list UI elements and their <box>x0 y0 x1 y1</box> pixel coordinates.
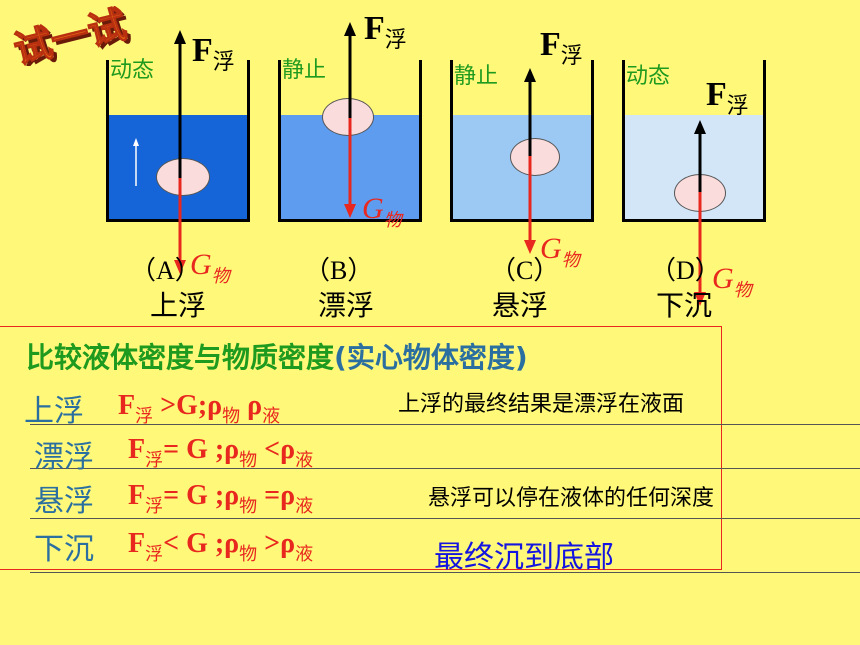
row-divider-4 <box>30 572 860 573</box>
beaker-d-force-arrows <box>694 120 706 306</box>
beaker-c-buoyancy-label: F浮 <box>540 26 583 68</box>
beaker-c-gravity-label: G物 <box>540 232 580 270</box>
beaker-b-force-arrows <box>344 22 356 218</box>
comparison-title-sub: (实心物体密度) <box>334 341 528 374</box>
beaker-a-right-wall <box>247 60 250 221</box>
comparison-box <box>0 326 722 570</box>
beaker-b-name: 漂浮 <box>318 289 375 322</box>
beaker-b-bottom <box>278 219 422 222</box>
row-sink-formula: F浮< G ;ρ物 >ρ液 <box>128 528 314 564</box>
badge-art: 试一试 试一试 <box>9 1 135 75</box>
beaker-b-right-wall <box>419 60 422 221</box>
beaker-c-object <box>510 138 560 176</box>
suspend-note: 悬浮可以停在液体的任何深度 <box>428 486 715 511</box>
beaker-a-state: 动态 <box>110 58 155 83</box>
try-it-badge: 试一试 试一试 <box>4 1 154 75</box>
beaker-d-state: 动态 <box>626 64 671 89</box>
rise-arrow-icon <box>133 138 139 186</box>
beaker-c-left-wall <box>450 60 453 221</box>
beaker-d-caption: （D） <box>650 256 721 285</box>
beaker-b-object <box>322 98 374 136</box>
beaker-d-name: 下沉 <box>656 289 713 322</box>
beaker-b-state: 静止 <box>282 58 327 83</box>
row-divider-2 <box>30 468 860 469</box>
beaker-b-caption: （B） <box>304 256 374 285</box>
row-float-name: 漂浮 <box>34 440 94 475</box>
beaker-a-gravity-label: G物 <box>190 248 230 286</box>
beaker-a-force-arrows <box>174 30 186 274</box>
beaker-c-state: 静止 <box>454 64 499 89</box>
beaker-c-name: 悬浮 <box>492 289 549 322</box>
row-divider-1 <box>30 424 860 425</box>
beaker-a-caption: （A） <box>130 256 201 285</box>
beaker-d-bottom <box>622 219 766 222</box>
beaker-c-force-arrows <box>524 68 536 254</box>
row-float-formula: F浮= G ;ρ物 <ρ液 <box>128 434 314 470</box>
beaker-d-gravity-label: G物 <box>712 262 752 300</box>
row-rise-name: 上浮 <box>24 394 84 429</box>
beaker-c-caption: （C） <box>490 256 560 285</box>
beaker-a-bottom <box>106 219 250 222</box>
row-divider-3 <box>30 518 860 519</box>
comparison-title: 比较液体密度与物质密度(实心物体密度) <box>26 336 528 376</box>
row-rise-formula: F浮 >G;ρ物 ρ液 <box>118 390 281 426</box>
beaker-d-right-wall <box>763 60 766 221</box>
row-sink-name: 下沉 <box>34 532 94 567</box>
beaker-a-left-wall <box>106 60 109 221</box>
comparison-title-main: 比较液体密度与物质密度 <box>26 341 335 374</box>
beaker-a-buoyancy-label: F浮 <box>192 32 235 74</box>
beaker-b-left-wall <box>278 60 281 221</box>
beaker-d-left-wall <box>622 60 625 221</box>
beaker-c-bottom <box>450 219 594 222</box>
row-suspend-formula: F浮= G ;ρ物 =ρ液 <box>128 480 314 516</box>
beaker-b-gravity-label: G物 <box>362 192 402 230</box>
sink-note: 最终沉到底部 <box>434 540 614 575</box>
rise-note: 上浮的最终结果是漂浮在液面 <box>398 392 685 417</box>
beaker-a-object <box>156 158 210 196</box>
row-suspend-name: 悬浮 <box>34 484 94 519</box>
beaker-b-buoyancy-label: F浮 <box>364 10 407 52</box>
beaker-c-right-wall <box>591 60 594 221</box>
beaker-a-name: 上浮 <box>150 289 207 322</box>
beaker-d-buoyancy-label: F浮 <box>706 76 749 118</box>
